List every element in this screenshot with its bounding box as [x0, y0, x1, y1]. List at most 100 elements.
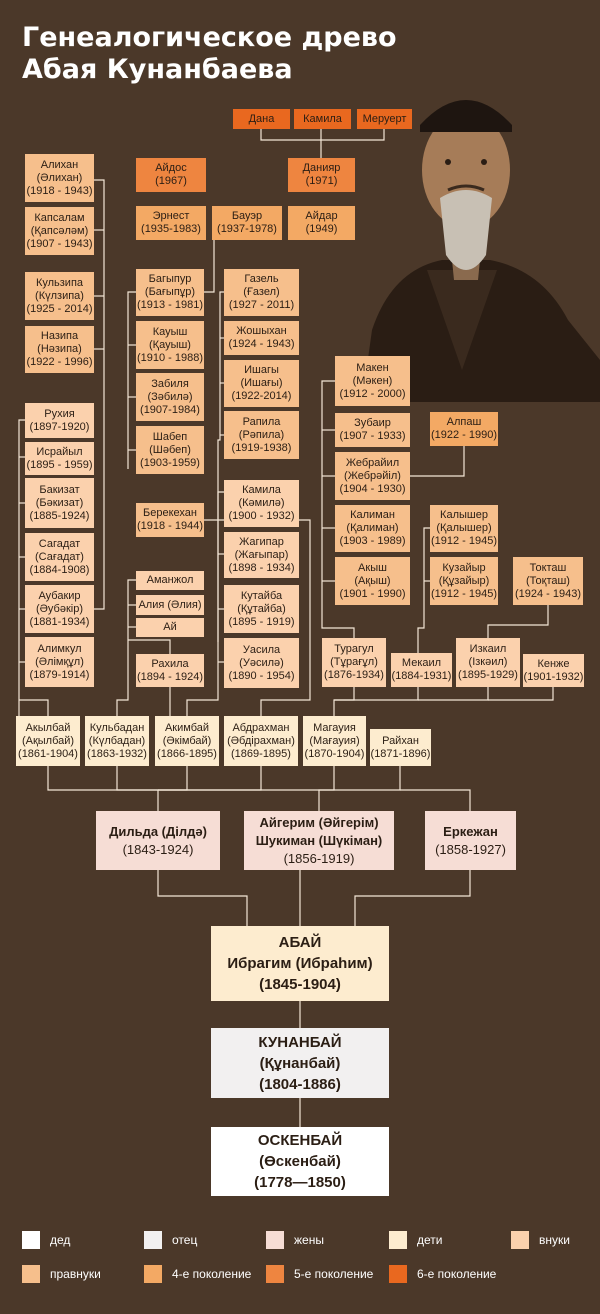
life-years: (1901-1932) — [523, 670, 584, 683]
connector-line — [487, 605, 549, 638]
life-years: (1863-1932) — [87, 747, 147, 760]
great-grandchild-node: Алихан (Әлихан)(1918 - 1943) — [25, 154, 94, 202]
legend-swatch — [22, 1265, 40, 1283]
title-line-2: Абая Кунанбаева — [22, 54, 293, 85]
life-years: (1910 - 1988) — [136, 351, 204, 364]
great-grandchild-node: Ишагы (Ишағы)(1922-2014) — [224, 360, 299, 407]
person-name: Алия (Әлия) — [138, 598, 202, 611]
person-name: Кульзипа (Күлзипа) — [35, 276, 84, 302]
person-name: Аубакир (Әубәкір) — [35, 589, 84, 615]
legend-item: внуки — [511, 1231, 570, 1249]
connector-line — [158, 766, 335, 791]
grandchild-node: Аубакир (Әубәкір)(1881-1934) — [25, 585, 94, 633]
legend-item: 6-е поколение — [389, 1265, 496, 1283]
life-years: (1900 - 1932) — [228, 510, 295, 522]
life-years: (1870-1904) — [304, 747, 365, 760]
grandchild-node: Изкаил (Ізкәил)(1895-1929) — [456, 638, 520, 687]
life-years: (1869-1895) — [231, 747, 291, 760]
life-years: (1913 - 1981) — [136, 299, 204, 311]
legend-label: 5-е поколение — [294, 1267, 374, 1281]
legend: дед отец жены дети внуки правнуки 4-е по… — [0, 1208, 600, 1314]
life-years: (1927 - 2011) — [228, 299, 295, 311]
great-grandchild-node: Шабеп (Шәбеп)(1903-1959) — [136, 426, 204, 474]
person-name: Меруерт — [362, 112, 407, 125]
person-name: Акыш (Ақыш) — [354, 561, 391, 587]
connector-line — [321, 380, 355, 638]
child-node: Акылбай (Ақылбай)(1861-1904) — [16, 716, 80, 766]
gen4-node: Айдар(1949) — [288, 206, 355, 240]
life-years: (1894 - 1924) — [136, 670, 204, 683]
life-years: (1876-1934) — [324, 669, 384, 681]
life-years: (1903-1959) — [140, 456, 200, 469]
life-years: (1879-1914) — [29, 668, 90, 681]
person-name: ОСКЕНБАЙ (Өскенбай) — [257, 1132, 343, 1170]
person-name: Данияр — [302, 162, 341, 174]
person-name: Забиля (Зәбилә) — [147, 377, 193, 403]
person-name: Алимкул (Әлімқұл) — [35, 642, 84, 668]
grandchild-node: Ай — [136, 618, 204, 637]
person-name: Акимбай (Әкімбай) — [162, 721, 212, 747]
connector-line — [128, 639, 171, 654]
great-grandchild-node: Багыпур (Бағыпұр)(1913 - 1981) — [136, 269, 204, 316]
great-grandchild-node: Капсалам (Қапсәләм)(1907 - 1943) — [25, 207, 94, 255]
life-years: (1845-1904) — [259, 976, 341, 993]
legend-label: правнуки — [50, 1267, 101, 1281]
great-grandchild-node: Макен (Мәкен)(1912 - 2000) — [335, 356, 410, 406]
gen6-node: Камила — [294, 109, 351, 129]
person-name: Еркежан — [443, 823, 498, 839]
person-name: Жагипар (Жағыпар) — [234, 535, 289, 561]
person-name: Дильда (Ділдә) — [109, 823, 207, 839]
person-name: КУНАНБАЙ (Құнанбай) — [258, 1033, 342, 1072]
person-name: Турагул (Тұрағұл) — [330, 643, 378, 668]
life-years: (1895 - 1959) — [26, 458, 93, 471]
person-name: Калиман (Қалиман) — [346, 509, 399, 534]
life-years: (1866-1895) — [157, 747, 217, 760]
grandchild-node: Сагадат (Сағадат)(1884-1908) — [25, 533, 94, 581]
gen6-node: Меруерт — [357, 109, 412, 129]
life-years: (1856-1919) — [283, 850, 355, 866]
life-years: (1924 - 1943) — [228, 338, 295, 350]
grandchild-node: Исрайыл(1895 - 1959) — [25, 442, 94, 475]
life-years: (1912 - 2000) — [339, 387, 406, 400]
person-name: Дана — [248, 112, 275, 125]
grandchild-node: Уасила (Уәсилә)(1890 - 1954) — [224, 638, 299, 688]
life-years: (1861-1904) — [18, 747, 78, 760]
grandchild-node: Кутайба (Құтайба)(1895 - 1919) — [224, 585, 299, 633]
person-name: Назипа (Нәзипа) — [37, 330, 82, 355]
person-name: Рапила (Рәпила) — [238, 415, 285, 441]
page-title: Генеалогическое древо Абая Кунанбаева — [22, 22, 397, 86]
connector-line — [354, 870, 471, 926]
connector-line — [418, 687, 489, 701]
great-grandchild-node: Калышер (Қалышер)(1912 - 1945) — [430, 505, 498, 552]
legend-label: отец — [172, 1233, 198, 1247]
legend-label: жены — [294, 1233, 324, 1247]
life-years: (1884-1908) — [29, 563, 90, 576]
legend-swatch — [266, 1231, 284, 1249]
grandchild-node: Алия (Әлия) — [136, 595, 204, 615]
life-years: (1901 - 1990) — [339, 587, 406, 600]
person-name: Багыпур (Бағыпұр) — [144, 273, 196, 298]
connector-line — [157, 870, 248, 926]
gen5-node: Айдос(1967) — [136, 158, 206, 192]
great-grandchild-node: Газель (Ғазел)(1927 - 2011) — [224, 269, 299, 316]
person-name: Мекаил — [401, 657, 442, 669]
legend-label: 6-е поколение — [417, 1267, 497, 1281]
title-line-1: Генеалогическое древо — [22, 22, 397, 53]
grandchild-node: Турагул (Тұрағұл)(1876-1934) — [322, 638, 386, 687]
life-years: (1843-1924) — [122, 841, 194, 857]
person-name: Аманжол — [146, 574, 194, 586]
legend-swatch — [389, 1265, 407, 1283]
connector-line — [334, 687, 355, 701]
person-name: Акылбай (Ақылбай) — [21, 721, 75, 747]
person-name: Айгерим (Әйгерім) Шукиман (Шүкіман) — [255, 814, 383, 848]
child-node: Акимбай (Әкімбай)(1866-1895) — [155, 716, 219, 766]
great-grandchild-node: Назипа (Нәзипа)(1922 - 1996) — [25, 326, 94, 373]
person-name: Магауия (Мағауия) — [309, 721, 360, 747]
life-years: (1912 - 1945) — [430, 535, 498, 547]
connector-line — [158, 766, 188, 791]
connector-line — [127, 291, 136, 469]
legend-item: правнуки — [22, 1265, 101, 1283]
person-name: Алихан (Әлихан) — [36, 158, 83, 184]
grandchild-node: Камила (Кәмилә)(1900 - 1932) — [224, 480, 299, 527]
